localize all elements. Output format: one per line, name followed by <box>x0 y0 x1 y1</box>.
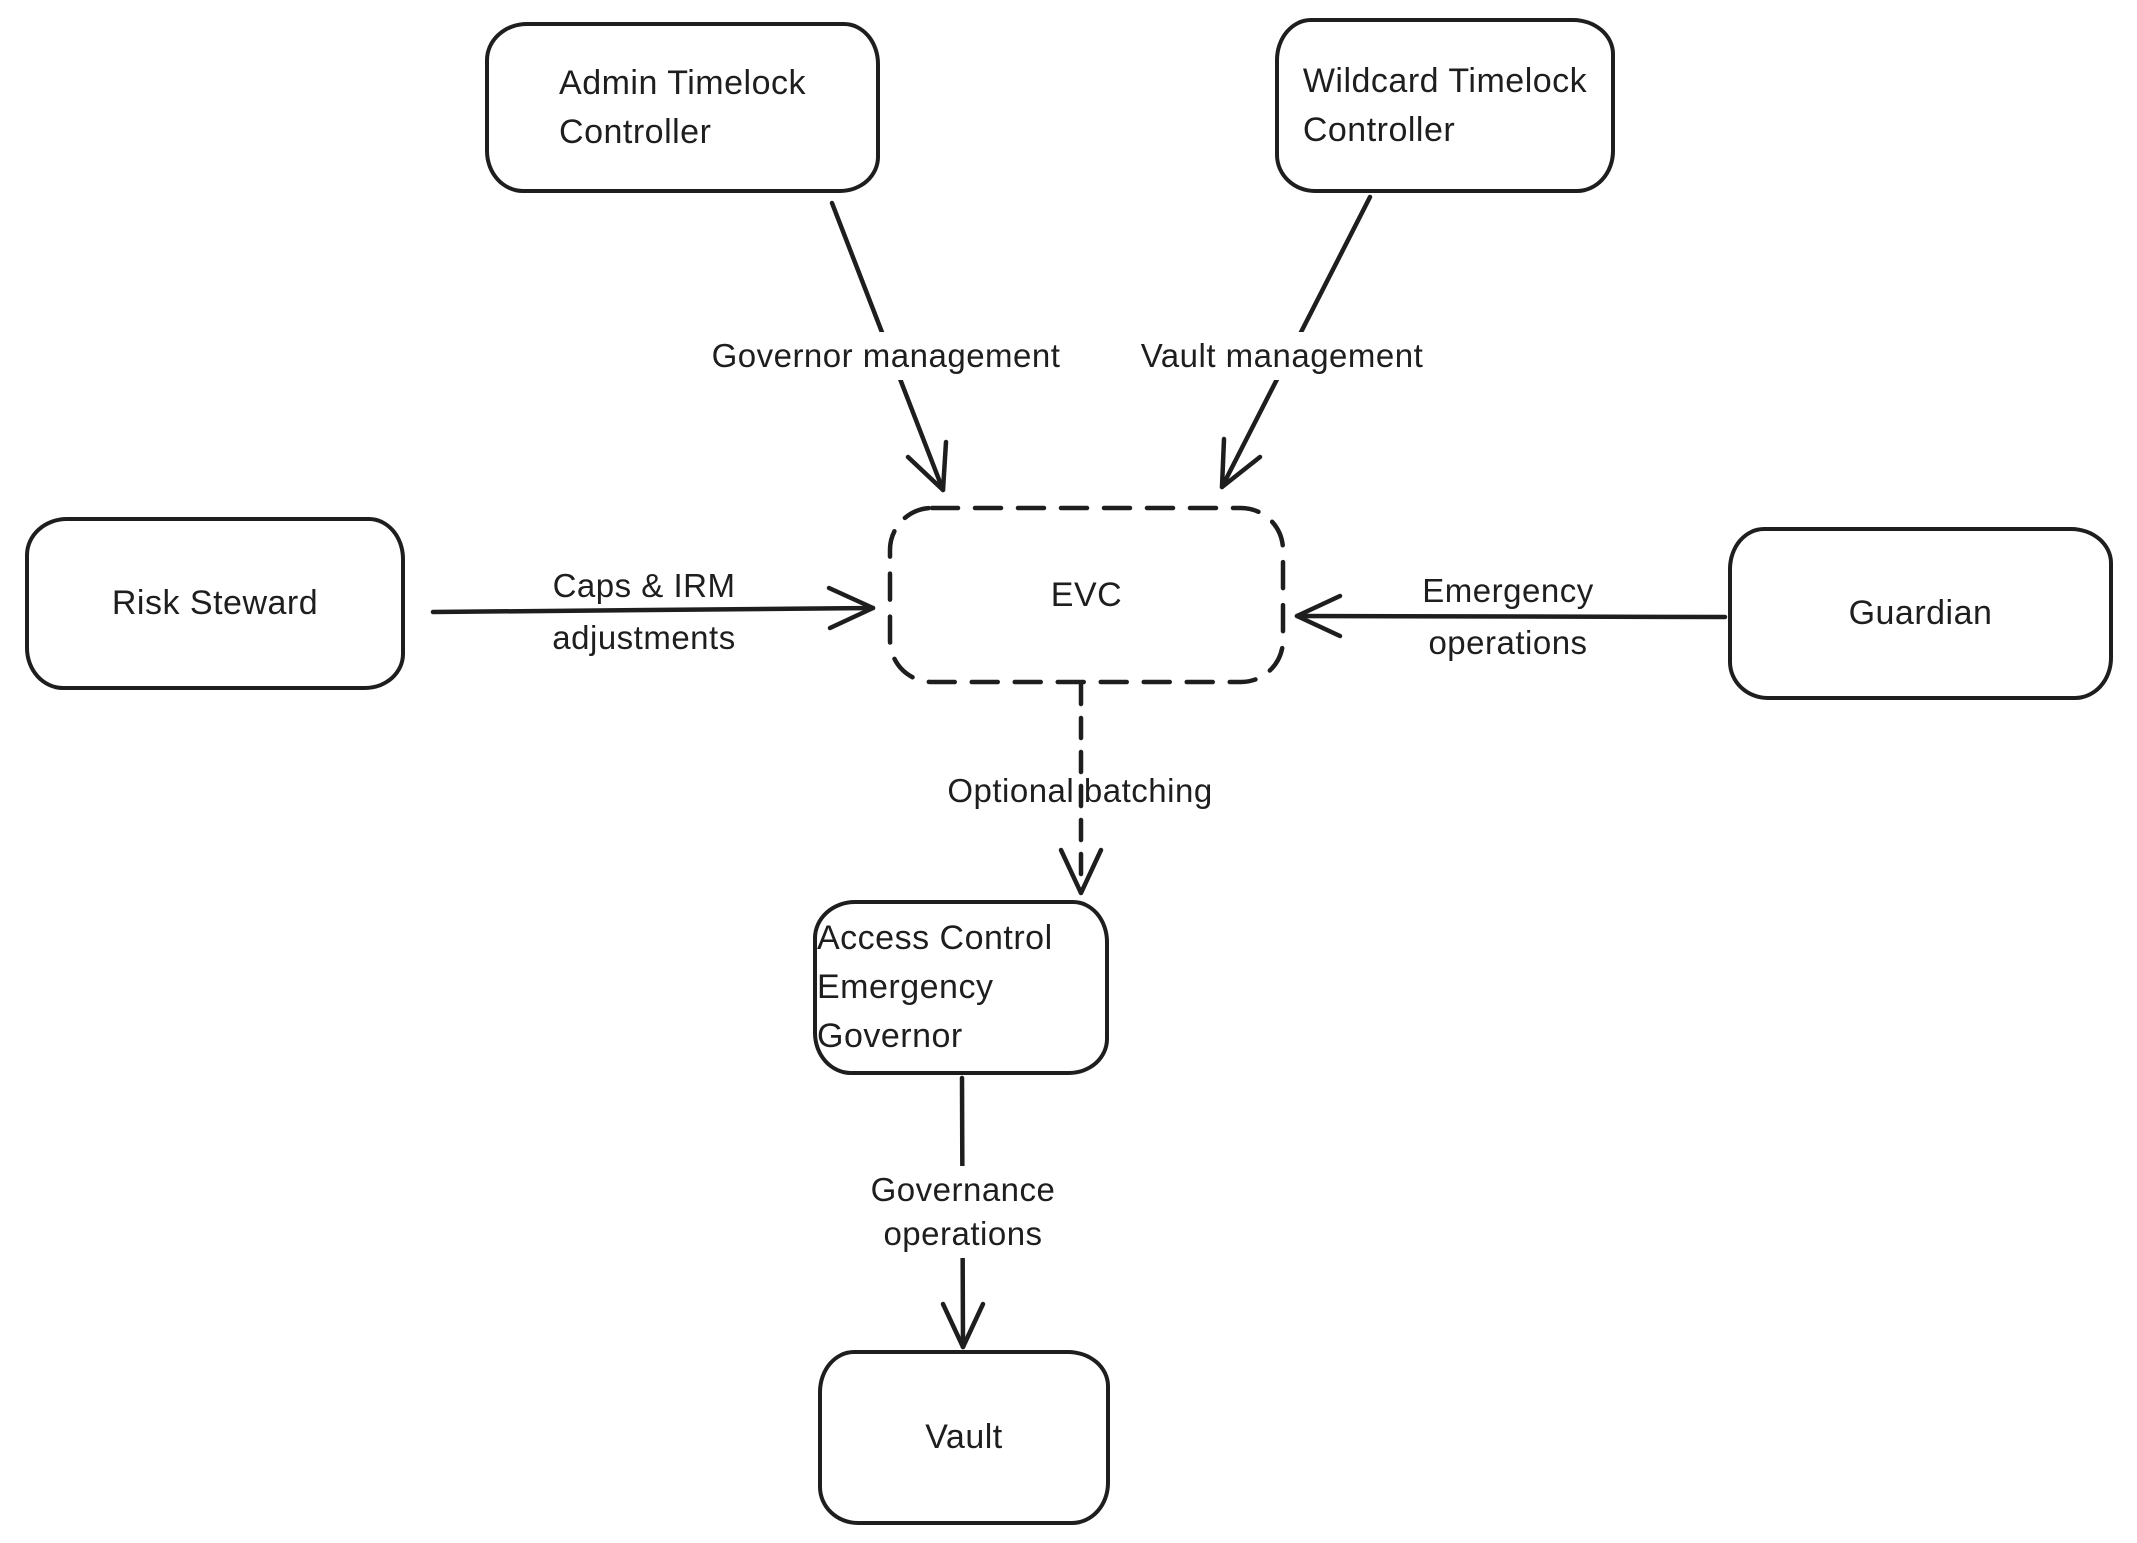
edge-wildcard-to-evc-arrowhead <box>1219 436 1263 490</box>
node-risk-steward-label: Risk Steward <box>111 584 319 622</box>
node-wildcard-timelock-controller: Wildcard Timelock Controller <box>1275 18 1615 193</box>
node-guardian: Guardian <box>1728 527 2113 700</box>
edge-governor-to-vault-arrowhead <box>940 1301 986 1350</box>
node-wildcard-timelock-controller-label: Wildcard Timelock Controller <box>1302 61 1588 149</box>
node-vault: Vault <box>818 1350 1110 1525</box>
edge-label-governance-operations: Governance operations <box>862 1166 1064 1258</box>
edge-evc-to-governor-arrowhead <box>1058 847 1104 896</box>
node-evc-label: EVC <box>1050 575 1123 614</box>
edge-label-optional-batching: Optional batching <box>947 772 1213 809</box>
node-admin-timelock-controller: Admin Timelock Controller <box>485 22 880 193</box>
node-access-control-emergency-governor: Access Control Emergency Governor <box>813 900 1109 1075</box>
node-admin-timelock-controller-label: Admin Timelock Controller <box>559 63 806 151</box>
node-risk-steward: Risk Steward <box>25 517 405 690</box>
edge-label-emergency-operations: Emergency operations <box>1422 572 1594 661</box>
edge-label-vault-management: Vault management <box>1132 332 1432 380</box>
edge-label-governor-management: Governor management <box>703 332 1069 380</box>
edge-label-caps-irm-adjustments: Caps & IRM adjustments <box>552 567 736 656</box>
evc-node-outline <box>887 505 1286 685</box>
edge-admin-to-evc-arrowhead <box>905 439 949 493</box>
node-guardian-label: Guardian <box>1848 594 1993 632</box>
edge-guardian-to-evc-arrowhead <box>1294 593 1343 639</box>
node-evc: EVC <box>890 508 1283 682</box>
node-vault-label: Vault <box>925 1418 1003 1456</box>
edge-risk-to-evc-arrowhead <box>826 585 876 631</box>
edge-risk-to-evc-line <box>430 605 876 615</box>
edge-guardian-to-evc-line <box>1294 613 1728 620</box>
node-access-control-emergency-governor-label: Access Control Emergency Governor <box>817 919 1053 1055</box>
